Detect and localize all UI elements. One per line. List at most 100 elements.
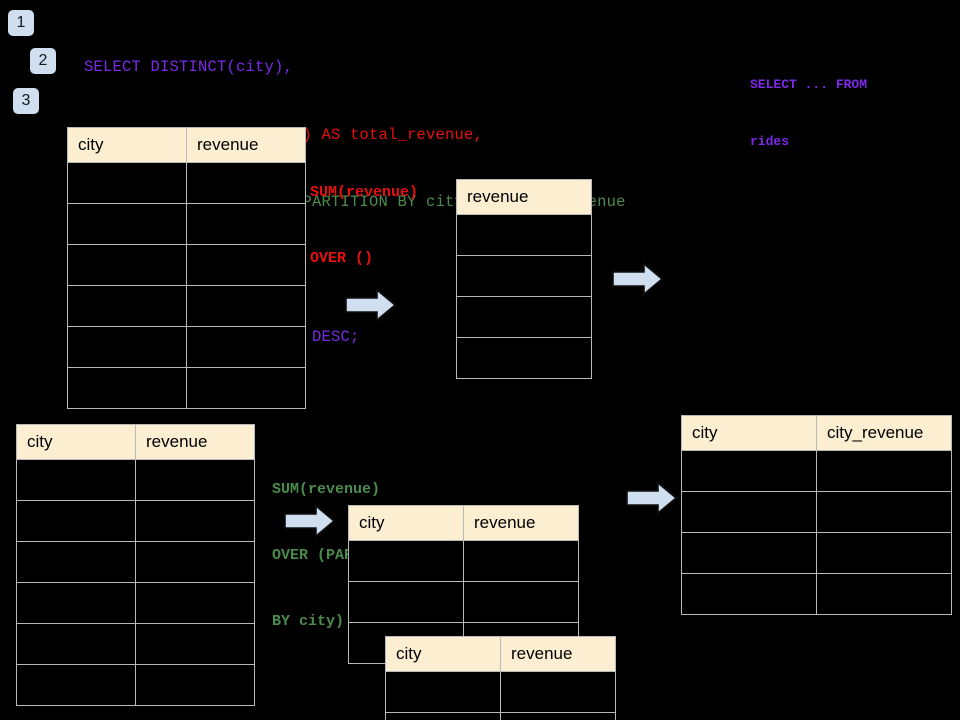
table-cell bbox=[500, 671, 616, 713]
table-cell bbox=[186, 367, 306, 409]
table-body bbox=[385, 671, 616, 720]
side-note-select-from-rides: SELECT ... FROM rides bbox=[750, 37, 867, 189]
table-row bbox=[681, 573, 952, 615]
table-cell bbox=[67, 162, 187, 204]
annotation-city-revenue: SUM(revenue) OVER (PARTITION BY city) bbox=[272, 435, 407, 677]
total-revenue-table: revenue bbox=[456, 179, 592, 379]
table-row bbox=[456, 296, 592, 338]
table-row bbox=[67, 326, 306, 368]
annotation-total-revenue-line-1: SUM(revenue) bbox=[310, 184, 419, 201]
table-row bbox=[16, 664, 255, 706]
table-cell bbox=[135, 623, 255, 665]
side-note-line-2: rides bbox=[750, 134, 790, 149]
column-header-city: city bbox=[385, 636, 501, 672]
table-header-row: city revenue bbox=[385, 636, 616, 672]
step-badge-1: 1 bbox=[8, 10, 34, 36]
table-cell bbox=[816, 573, 952, 615]
table-row bbox=[456, 214, 592, 256]
table-cell bbox=[463, 540, 579, 582]
annotation-total-revenue-line-2: OVER () bbox=[310, 250, 374, 267]
table-cell bbox=[456, 337, 592, 379]
table-cell bbox=[67, 285, 187, 327]
column-header-revenue: revenue bbox=[463, 505, 579, 541]
table-header-row: revenue bbox=[456, 179, 592, 215]
table-cell bbox=[463, 581, 579, 623]
table-cell bbox=[385, 671, 501, 713]
partition-table-front: city revenue bbox=[385, 636, 616, 720]
table-cell bbox=[135, 459, 255, 501]
table-row bbox=[67, 203, 306, 245]
column-header-revenue: revenue bbox=[135, 424, 255, 460]
arrow-source-to-partition-icon bbox=[284, 504, 336, 538]
table-cell bbox=[16, 500, 136, 542]
table-row bbox=[16, 459, 255, 501]
table-cell bbox=[681, 573, 817, 615]
table-row bbox=[681, 491, 952, 533]
column-header-city: city bbox=[67, 127, 187, 163]
table-row bbox=[681, 450, 952, 492]
sql-line-select: SELECT DISTINCT(city), bbox=[84, 58, 294, 76]
column-header-city: city bbox=[16, 424, 136, 460]
annotation-city-revenue-line-3: BY city) bbox=[272, 613, 345, 630]
table-cell bbox=[500, 712, 616, 720]
table-row bbox=[348, 581, 579, 623]
table-cell bbox=[348, 540, 464, 582]
table-row bbox=[16, 623, 255, 665]
step-badge-2: 2 bbox=[30, 48, 56, 74]
table-header-row: city city_revenue bbox=[681, 415, 952, 451]
table-cell bbox=[456, 214, 592, 256]
table-cell bbox=[186, 285, 306, 327]
table-row bbox=[16, 582, 255, 624]
column-header-revenue: revenue bbox=[186, 127, 306, 163]
table-cell bbox=[681, 491, 817, 533]
table-header-row: city revenue bbox=[16, 424, 255, 460]
table-row bbox=[67, 162, 306, 204]
table-cell bbox=[135, 541, 255, 583]
table-cell bbox=[16, 664, 136, 706]
table-cell bbox=[67, 326, 187, 368]
table-row bbox=[16, 541, 255, 583]
arrow-total-to-result-icon bbox=[612, 262, 664, 296]
table-row bbox=[348, 540, 579, 582]
table-row bbox=[681, 532, 952, 574]
table-row bbox=[385, 671, 616, 713]
table-body bbox=[681, 450, 952, 615]
table-cell bbox=[186, 244, 306, 286]
table-cell bbox=[135, 582, 255, 624]
table-cell bbox=[186, 203, 306, 245]
rides-source-table-top: city revenue bbox=[67, 127, 306, 409]
table-row bbox=[67, 244, 306, 286]
arrow-partition-to-result-icon bbox=[626, 481, 678, 515]
table-header-row: city revenue bbox=[67, 127, 306, 163]
table-cell bbox=[816, 450, 952, 492]
table-cell bbox=[16, 459, 136, 501]
annotation-city-revenue-line-1: SUM(revenue) bbox=[272, 481, 381, 498]
table-body bbox=[67, 162, 306, 409]
table-row bbox=[67, 285, 306, 327]
column-header-revenue: revenue bbox=[500, 636, 616, 672]
table-cell bbox=[456, 255, 592, 297]
rides-source-table-bottom: city revenue bbox=[16, 424, 255, 706]
table-cell bbox=[816, 532, 952, 574]
table-cell bbox=[67, 244, 187, 286]
table-header-row: city revenue bbox=[348, 505, 579, 541]
table-cell bbox=[816, 491, 952, 533]
table-cell bbox=[456, 296, 592, 338]
table-cell bbox=[16, 541, 136, 583]
column-header-revenue: revenue bbox=[456, 179, 592, 215]
table-row bbox=[16, 500, 255, 542]
side-note-line-1: SELECT ... FROM bbox=[750, 77, 868, 92]
table-row bbox=[67, 367, 306, 409]
table-body bbox=[456, 214, 592, 379]
result-table: city city_revenue bbox=[681, 415, 952, 615]
table-cell bbox=[186, 326, 306, 368]
step-badge-3: 3 bbox=[13, 88, 39, 114]
table-cell bbox=[135, 500, 255, 542]
table-row bbox=[385, 712, 616, 720]
table-cell bbox=[67, 367, 187, 409]
table-cell bbox=[67, 203, 187, 245]
table-cell bbox=[16, 582, 136, 624]
table-row bbox=[456, 337, 592, 379]
annotation-total-revenue: SUM(revenue) OVER () bbox=[310, 138, 418, 314]
